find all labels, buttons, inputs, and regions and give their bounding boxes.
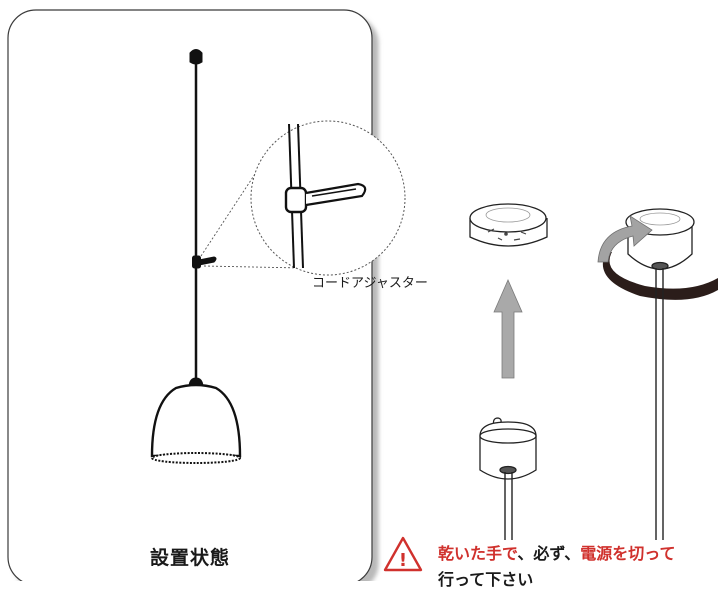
cord-adjuster-tab [198, 256, 217, 266]
connect-up-arrow [493, 279, 523, 379]
warning-phrase-dry-hands: 乾いた手で [438, 544, 518, 563]
installed-state-caption: 設置状態 [150, 547, 231, 569]
installed-state-panel [7, 9, 373, 581]
warning-phrase-always: 、必ず、 [517, 544, 581, 563]
warning-phrase-power-off: 電源を切って [580, 544, 676, 563]
callout-guide-upper [200, 173, 256, 257]
ceiling-cap-bottom [479, 417, 537, 540]
warning-icon: ! [383, 536, 423, 572]
lamp-shade-rim [151, 452, 241, 464]
pendant-lamp-illustration [150, 49, 242, 464]
zoom-adjuster-slot [311, 188, 357, 197]
ceiling-rosette-top [469, 203, 548, 247]
zoom-adjuster-body [284, 186, 308, 214]
twist-band [602, 252, 718, 300]
warning-icon-symbol: ! [399, 550, 407, 571]
cord-adjuster-label: コードアジャスター [312, 276, 428, 291]
twist-lock-illustration [597, 208, 718, 540]
warning-line-1: 乾いた手で、必ず、電源を切って [438, 540, 675, 564]
ceiling-cap [189, 49, 203, 65]
warning-line-2: 行って下さい [438, 570, 534, 589]
callout-guide-lower [203, 265, 303, 269]
lamp-shade [150, 383, 242, 458]
twist-arrow [597, 215, 653, 263]
adjuster-zoom-callout [200, 120, 406, 276]
